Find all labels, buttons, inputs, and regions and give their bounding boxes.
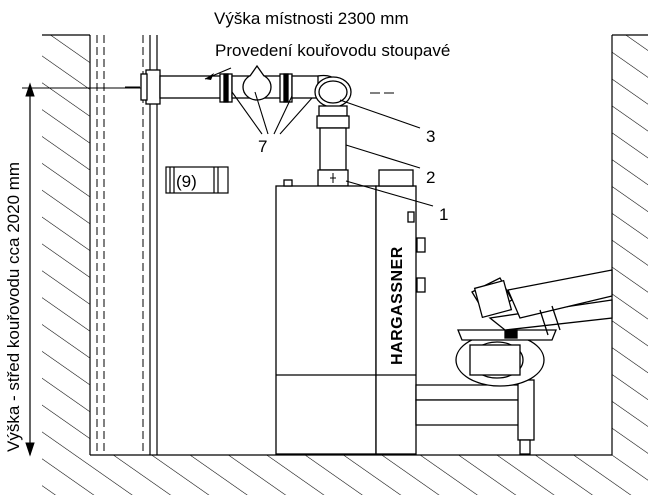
left-wall — [42, 35, 91, 455]
flue-horizontal — [125, 64, 395, 108]
callout-leaders — [204, 67, 434, 207]
flue-design-label: Provedení kouřovodu stoupavé — [215, 41, 450, 60]
callout-3: 3 — [426, 127, 435, 146]
room-height-label: Výška místnosti 2300 mm — [214, 9, 409, 28]
flue-center-height-label: Výška - střed kouřovodu cca 2020 mm — [4, 162, 23, 452]
callout-7: 7 — [258, 137, 267, 156]
right-wall — [611, 35, 648, 455]
pellet-feeder — [415, 269, 613, 455]
floor — [42, 454, 648, 495]
callout-9: (9) — [176, 172, 197, 191]
brand-label: HARGASSNER — [389, 246, 406, 365]
callout-2: 2 — [426, 168, 435, 187]
boiler — [275, 169, 426, 455]
chimney — [96, 35, 158, 455]
callout-1: 1 — [439, 205, 448, 224]
wall-sleeve-9 — [165, 166, 229, 194]
flue-vertical — [316, 105, 350, 187]
